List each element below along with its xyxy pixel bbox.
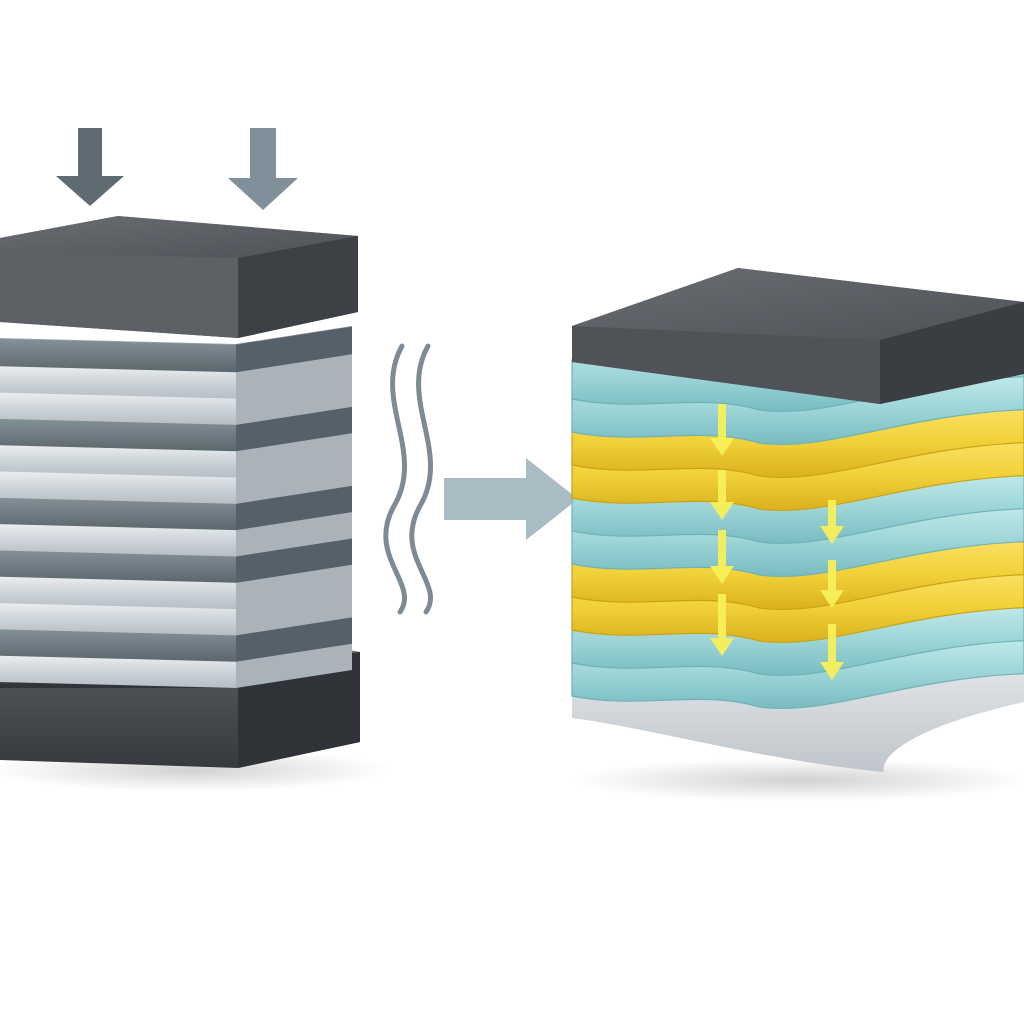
- right-layer-stack: [571, 336, 1024, 710]
- dark-sheet: [0, 325, 353, 373]
- press-arrow-down-icon: [228, 128, 298, 210]
- right-stack: [570, 268, 1024, 802]
- flow-arrow-column: [820, 500, 844, 680]
- flow-arrow-down-icon: [710, 530, 734, 584]
- heat-wave-icon: [383, 343, 434, 615]
- flow-arrow-down-icon: [820, 560, 844, 608]
- flow-arrow-down-icon: [710, 594, 734, 656]
- flow-arrow-column: [710, 404, 734, 656]
- flow-arrow-down-icon: [820, 624, 844, 680]
- arrow-right-icon: [444, 458, 578, 540]
- left-stack: [0, 128, 390, 792]
- press-arrow-down-icon: [56, 128, 124, 206]
- flow-arrow-down-icon: [820, 500, 844, 544]
- flow-arrow-down-icon: [710, 404, 734, 456]
- left-sheet-stack: [0, 325, 353, 688]
- right-stack-shadow: [570, 758, 1024, 802]
- flow-arrow-down-icon: [710, 470, 734, 520]
- right-top-plate: [572, 268, 1024, 404]
- left-top-plate: [0, 216, 358, 338]
- flow-arrow-group: [710, 404, 844, 680]
